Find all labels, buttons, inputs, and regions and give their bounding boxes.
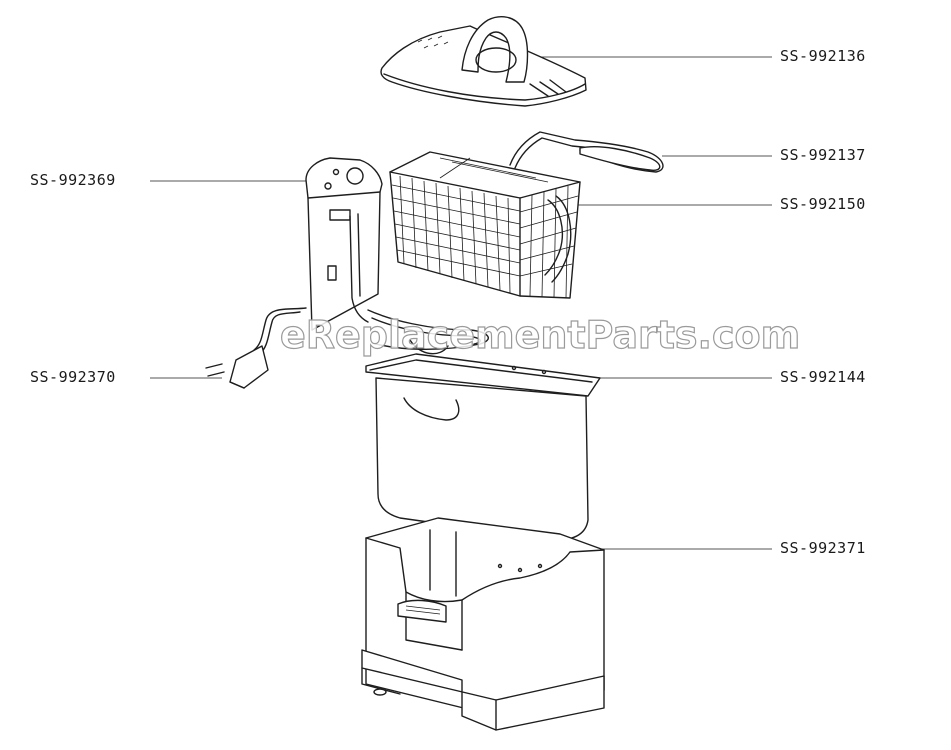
oil-tank-drawing: [365, 353, 601, 541]
power-cord-drawing: [205, 307, 307, 389]
part-label-control-panel: SS-992369: [30, 171, 116, 189]
control-panel-drawing: [305, 157, 489, 355]
part-label-power-cord: SS-992370: [30, 368, 116, 386]
lid-drawing: [380, 16, 587, 107]
housing-drawing: [361, 517, 605, 731]
basket-drawing: [389, 151, 581, 299]
basket-handle-drawing: [509, 131, 664, 173]
part-label-housing: SS-992371: [780, 539, 866, 557]
watermark-text: eReplacementParts.com: [279, 312, 801, 357]
part-label-basket-handle: SS-992137: [780, 146, 866, 164]
part-label-basket: SS-992150: [780, 195, 866, 213]
part-label-oil-tank: SS-992144: [780, 368, 866, 386]
part-label-lid: SS-992136: [780, 47, 866, 65]
